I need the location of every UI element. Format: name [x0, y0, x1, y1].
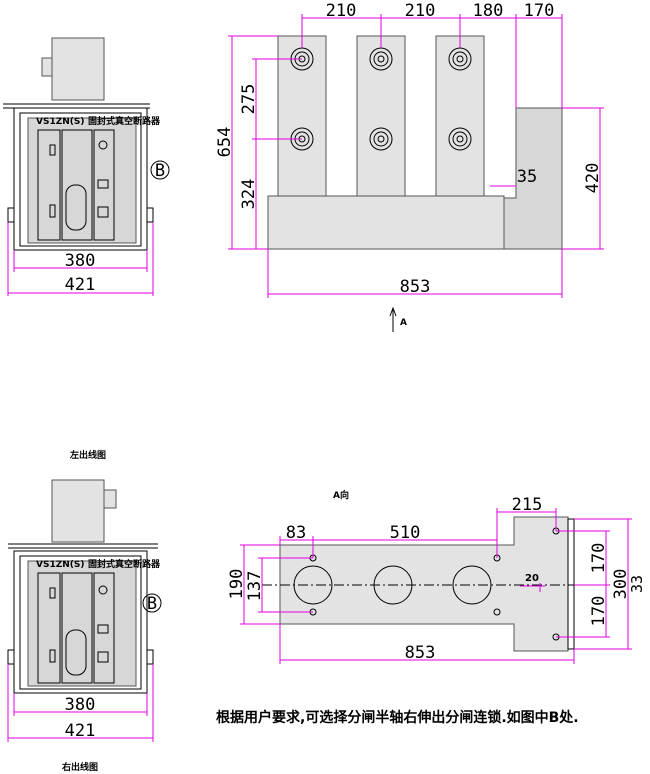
base [267, 195, 505, 250]
label-b: B [155, 161, 165, 181]
dim-215: 215 [512, 495, 543, 515]
dim-380-2: 380 [65, 695, 96, 715]
dim-190: 190 [227, 569, 247, 600]
mechanism-tab-2 [103, 489, 117, 509]
panel-face-2 [27, 560, 137, 687]
dim-654: 654 [215, 127, 235, 158]
dim-170-a: 170 [589, 543, 609, 574]
pole-3 [435, 35, 485, 197]
plan-outline [279, 516, 569, 652]
plan-view: A向 83 510 215 190 137 20 [227, 489, 646, 664]
pole-hole-3 [452, 565, 492, 605]
dim-83: 83 [286, 523, 306, 543]
nameplate-left: VS1ZN(S) [36, 117, 84, 127]
arrow-a-label: A [400, 318, 407, 328]
note-text: 根据用户要求,可选择分闸半轴右伸出分闸连锁.如图中B处. [216, 709, 579, 726]
dim-180: 180 [473, 1, 504, 21]
pole-2 [356, 35, 406, 197]
label-b-circle-2 [142, 593, 162, 613]
side-view-top: VS1ZN(S) 固封式真空断路器 B 380 421 [3, 37, 170, 296]
front-view: 210 210 180 170 654 275 324 420 35 853 A [215, 1, 604, 332]
dim-510: 510 [390, 523, 421, 543]
dim-421-2: 421 [65, 721, 96, 741]
dim-275: 275 [239, 84, 259, 115]
dim-210-b: 210 [405, 1, 436, 21]
side-view-bottom: VS1ZN(S) 固封式真空断路器 B 380 421 [7, 479, 162, 742]
dim-137: 137 [245, 571, 265, 602]
dim-35: 35 [517, 167, 537, 187]
dim-324: 324 [239, 179, 259, 210]
mechanism-box [51, 37, 105, 101]
plan-view-title: A向 [333, 489, 349, 501]
dim-380: 380 [65, 251, 96, 271]
caption-right-outlet: 右出线图 [61, 761, 98, 773]
pole-hole-2 [373, 565, 413, 605]
caption-left-outlet: 左出线图 [69, 449, 106, 461]
dim-420: 420 [583, 163, 603, 194]
dim-33: 33 [628, 575, 646, 593]
dim-421: 421 [65, 275, 96, 295]
dim-300: 300 [611, 569, 631, 600]
nameplate-left-2: VS1ZN(S) [36, 560, 84, 570]
panel-face [27, 117, 137, 244]
dim-20: 20 [525, 573, 539, 584]
nameplate-right: 固封式真空断路器 [88, 115, 161, 127]
dim-853: 853 [400, 277, 431, 297]
pole-hole-1 [293, 565, 333, 605]
mechanism-box-2 [51, 479, 105, 543]
dim-170: 170 [524, 1, 555, 21]
pole-1 [277, 35, 327, 197]
label-b-2: B [147, 594, 157, 614]
dim-210-a: 210 [326, 1, 357, 21]
mechanism-tab [41, 57, 53, 77]
label-b-circle [150, 160, 170, 180]
nameplate-right-2: 固封式真空断路器 [88, 558, 161, 570]
dim-170-b: 170 [589, 596, 609, 627]
dim-853-plan: 853 [405, 643, 436, 663]
